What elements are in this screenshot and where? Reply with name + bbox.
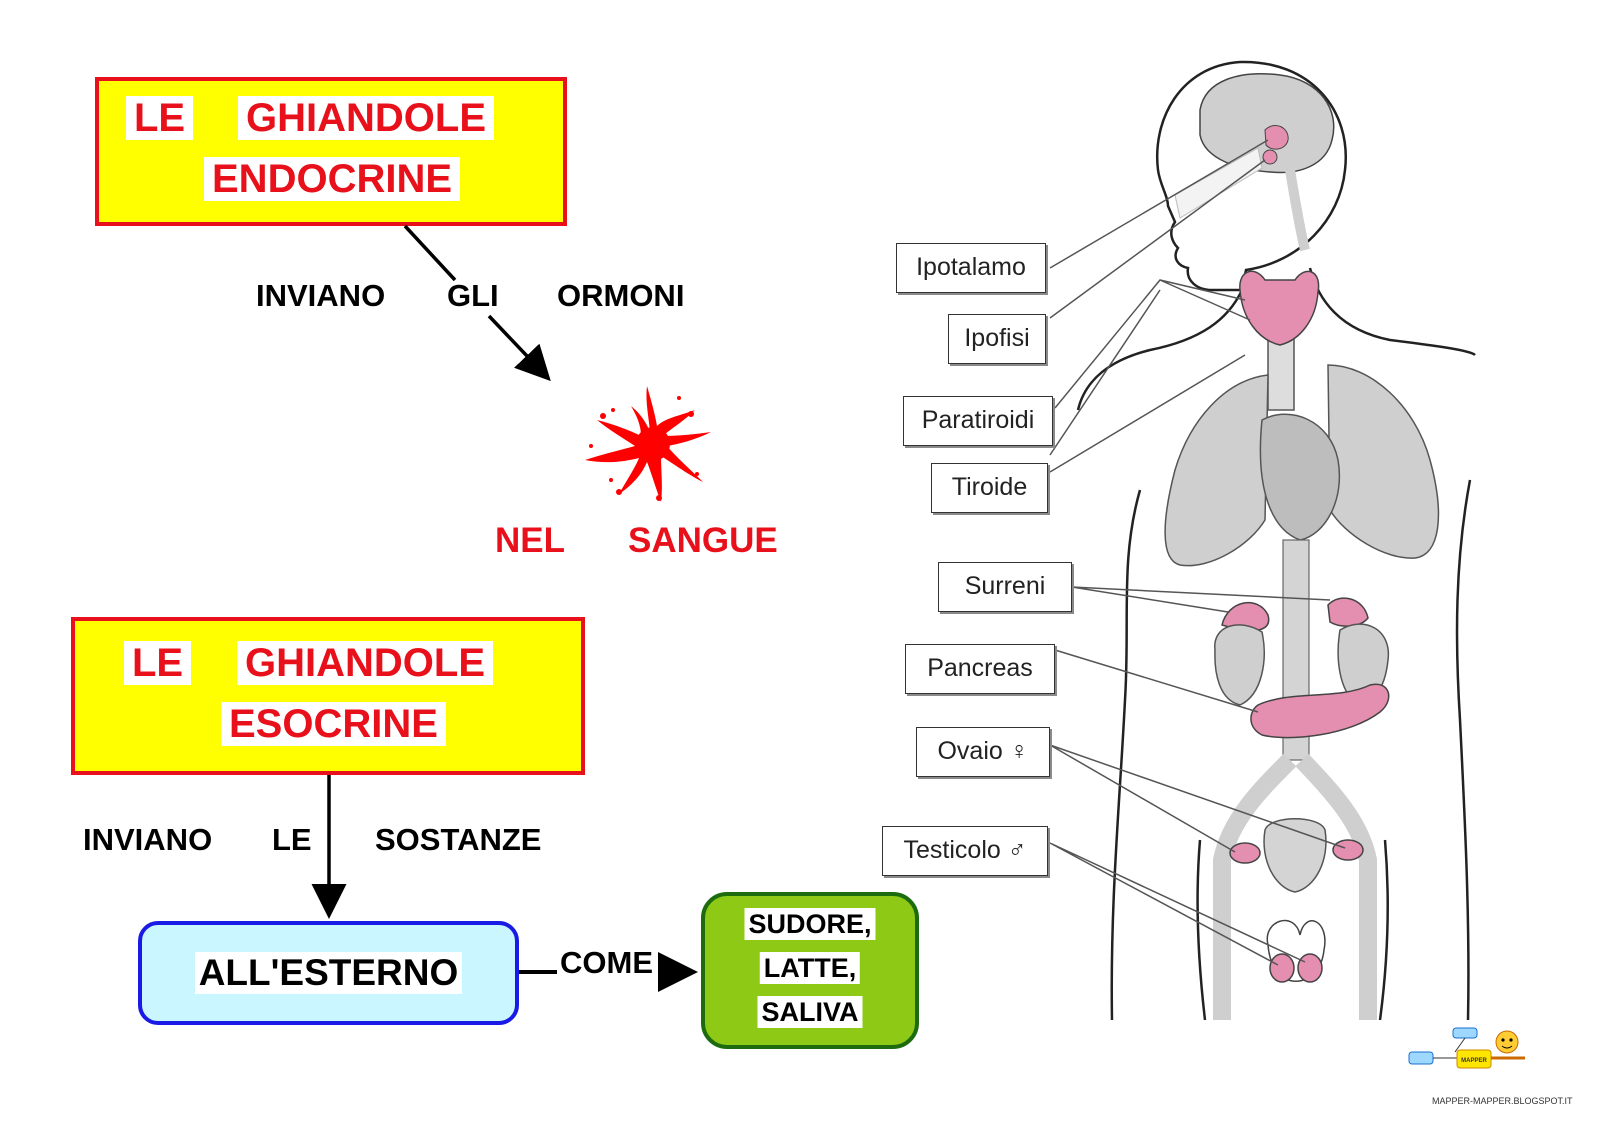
torso-left [1110, 489, 1142, 1021]
pointer-surreni [1071, 586, 1331, 613]
leg-left [1196, 839, 1207, 1021]
endocrine-system-figure [1049, 60, 1476, 1021]
label-ipotalamo: Ipotalamo [896, 243, 1046, 293]
uterus-organ [1263, 818, 1327, 893]
heart-organ [1259, 413, 1341, 541]
endocrine-title-le: LE [126, 96, 194, 140]
endocrine-link-ormoni: ORMONI [557, 278, 685, 313]
label-ipofisi: Ipofisi [948, 314, 1046, 364]
kidney-left [1214, 624, 1265, 706]
example-latte: LATTE, [759, 952, 861, 984]
hypothalamus-organ [1264, 125, 1289, 150]
ovary-right [1332, 839, 1364, 861]
adrenal-right [1327, 597, 1369, 627]
examples-box: SUDORE, LATTE, SALIVA [701, 892, 919, 1049]
iliac-right [1295, 753, 1377, 1020]
exocrine-link-come: COME [560, 945, 653, 980]
lung-right [1327, 364, 1440, 559]
pointer-ipotalamo [1049, 139, 1269, 269]
pituitary-organ [1262, 149, 1278, 165]
torso-right [1455, 479, 1472, 1021]
testicle-right [1297, 953, 1323, 983]
ovary-left [1229, 842, 1261, 864]
example-sudore: SUDORE, [744, 908, 876, 940]
esterno-label: ALL'ESTERNO [194, 952, 463, 994]
exocrine-link-le: LE [272, 822, 312, 857]
exocrine-title-ghiandole: GHIANDOLE [237, 641, 493, 685]
endocrine-arrow-top [403, 224, 457, 282]
exocrine-link-sostanze: SOSTANZE [375, 822, 542, 857]
logo-caption: MAPPER-MAPPER.BLOGSPOT.IT [1432, 1096, 1573, 1106]
pointer-pancreas [1054, 649, 1259, 713]
head-outline [1155, 60, 1348, 292]
label-pancreas: Pancreas [905, 644, 1055, 694]
endocrine-link-gli: GLI [447, 278, 499, 313]
exocrine-title-box: LE GHIANDOLE ESOCRINE [71, 617, 585, 775]
example-saliva: SALIVA [757, 996, 863, 1028]
esterno-box: ALL'ESTERNO [138, 921, 519, 1025]
pancreas-organ [1250, 683, 1390, 739]
pointer-tiroide [1049, 289, 1246, 473]
label-tiroide: Tiroide [931, 463, 1048, 513]
iliac-left [1213, 753, 1297, 1020]
pointer-testicolo [1049, 842, 1306, 966]
exocrine-link-inviano: INVIANO [83, 822, 213, 857]
label-surreni: Surreni [938, 562, 1072, 612]
label-testicolo: Testicolo ♂ [882, 826, 1048, 876]
endocrine-arrow-bottom [487, 314, 551, 382]
brainstem [1285, 169, 1310, 252]
svg-text:MAPPER: MAPPER [1461, 1058, 1487, 1064]
testicle-left [1269, 953, 1295, 983]
leg-right [1378, 839, 1389, 1021]
label-ovaio: Ovaio ♀ [916, 727, 1050, 777]
body-outline-left [1076, 289, 1244, 411]
label-paratiroidi: Paratiroidi [903, 396, 1053, 446]
exocrine-title-type: ESOCRINE [221, 702, 446, 746]
body-outline-right [1308, 267, 1476, 357]
blood-splash-icon [585, 386, 711, 502]
endocrine-link-inviano: INVIANO [256, 278, 386, 313]
dest-sangue: SANGUE [628, 521, 778, 560]
lung-left [1164, 374, 1269, 567]
pointer-paratiroidi [1054, 279, 1251, 409]
mapper-logo: MAPPER [1408, 1027, 1525, 1069]
dest-nel: NEL [495, 521, 565, 560]
endocrine-title-box: LE GHIANDOLE ENDOCRINE [95, 77, 567, 226]
endocrine-title-type: ENDOCRINE [204, 157, 461, 201]
thyroid-organ [1239, 270, 1320, 346]
endocrine-title-ghiandole: GHIANDOLE [238, 96, 494, 140]
pointer-ovaio [1049, 744, 1346, 853]
focus-beam [1174, 147, 1263, 219]
exocrine-title-le: LE [124, 641, 192, 685]
pointer-ipofisi [1049, 159, 1266, 319]
